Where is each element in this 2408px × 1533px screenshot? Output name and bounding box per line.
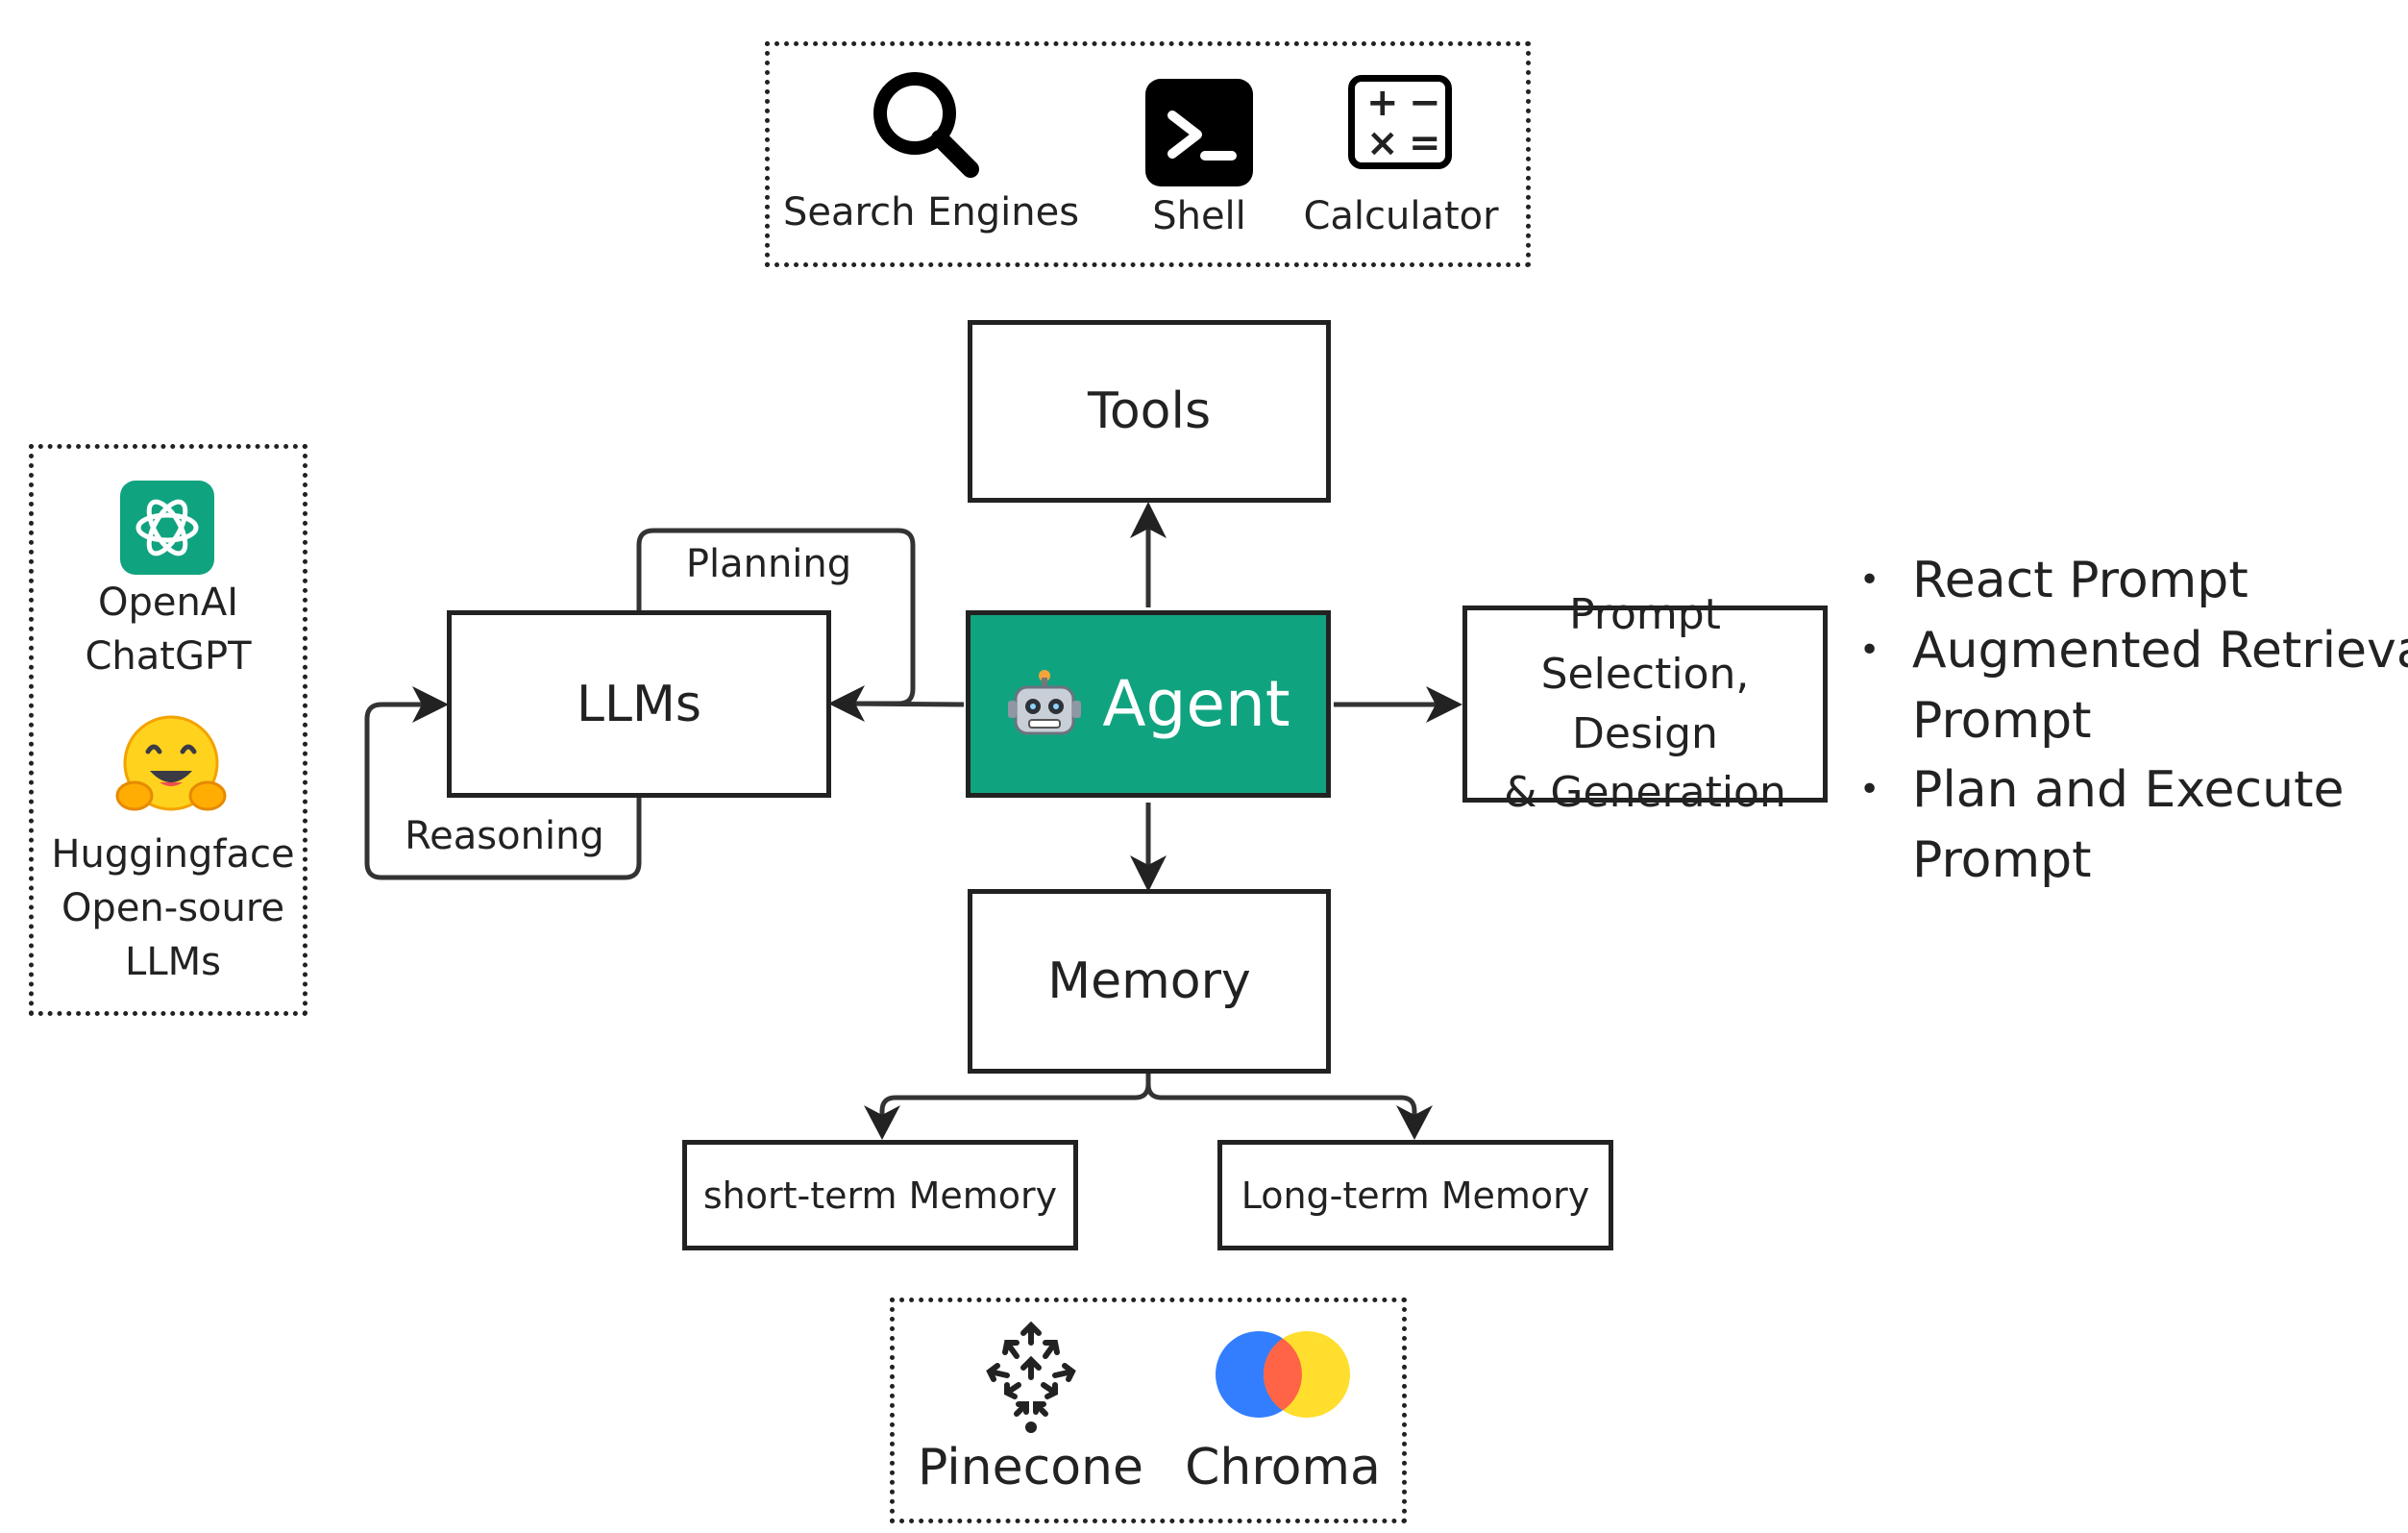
list-item: • React Prompt [1859, 546, 2408, 616]
memory-node: Memory [968, 889, 1331, 1074]
openai-line1: OpenAI [98, 581, 238, 625]
long-term-memory-label: Long-term Memory [1241, 1174, 1590, 1217]
minus-glyph: − [1409, 81, 1441, 125]
agent-node: Agent [966, 610, 1331, 798]
reasoning-label: Reasoning [405, 814, 604, 858]
llm-providers-group [29, 444, 307, 1016]
llms-node-label: LLMs [577, 675, 701, 733]
bullet-dot: • [1859, 560, 1880, 600]
arrowhead-memory [1130, 855, 1167, 892]
reasoning-loop [364, 702, 642, 880]
arrowhead-short-term [864, 1105, 900, 1140]
prompt-node-line1: Prompt [1569, 590, 1721, 640]
list-item: • Plan and Execute Prompt [1859, 755, 2408, 896]
planning-loop [636, 528, 916, 706]
tools-node: Tools [968, 320, 1331, 503]
pinecone-icon [986, 1322, 1076, 1433]
chroma-icon [1216, 1331, 1350, 1418]
equals-glyph: = [1409, 121, 1441, 165]
terminal-icon [1145, 79, 1253, 186]
arrowhead-prompt [1426, 686, 1462, 723]
bullet-dot: • [1859, 770, 1880, 810]
tools-group [765, 41, 1531, 267]
agent-node-label: Agent [1102, 667, 1290, 741]
llms-node: LLMs [447, 610, 831, 798]
times-glyph: × [1366, 121, 1399, 165]
arrowhead-reasoning [412, 686, 449, 723]
openai-icon [120, 481, 214, 575]
long-term-memory-node: Long-term Memory [1217, 1140, 1613, 1250]
prompt-node-line2: Selection, Design [1540, 649, 1750, 758]
prompt-techniques-list: • React Prompt • Augmented Retrieval Pro… [1859, 546, 2408, 896]
search-icon [873, 72, 979, 178]
plus-glyph: + [1366, 81, 1399, 125]
technique-label: React Prompt [1912, 552, 2248, 609]
memory-node-label: Memory [1047, 952, 1251, 1010]
arrowhead-llms [828, 685, 865, 722]
arrowhead-tools [1130, 502, 1167, 538]
prompt-node: Prompt Selection, Design & Generation [1462, 590, 1828, 817]
arrowhead-long-term [1396, 1105, 1433, 1140]
chroma-label: Chroma [1185, 1439, 1381, 1496]
search-engines-label: Search Engines [783, 190, 1080, 235]
calculator-icon: + − × = [1348, 75, 1452, 169]
huggingface-line3: LLMs [125, 940, 221, 984]
shell-label: Shell [1152, 194, 1246, 238]
short-term-memory-node: short-term Memory [682, 1140, 1078, 1250]
list-item: • Augmented Retrieval Prompt [1859, 616, 2408, 756]
technique-label: Augmented Retrieval Prompt [1912, 621, 2408, 750]
prompt-node-line3: & Generation [1504, 768, 1786, 818]
huggingface-line1: Huggingface [51, 832, 295, 877]
technique-label: Plan and Execute Prompt [1912, 761, 2345, 890]
calculator-label: Calculator [1303, 194, 1499, 238]
huggingface-line2: Open-soure [61, 886, 285, 930]
short-term-memory-label: short-term Memory [702, 1174, 1058, 1217]
tools-node-label: Tools [1087, 383, 1212, 440]
vector-store-group [890, 1298, 1407, 1523]
hugging-face-icon [115, 715, 227, 811]
robot-icon [1008, 669, 1082, 734]
planning-label: Planning [685, 542, 852, 586]
memory-split [879, 1074, 1151, 1125]
pinecone-label: Pinecone [918, 1439, 1143, 1496]
openai-line2: ChatGPT [85, 634, 252, 679]
bullet-dot: • [1859, 630, 1880, 670]
